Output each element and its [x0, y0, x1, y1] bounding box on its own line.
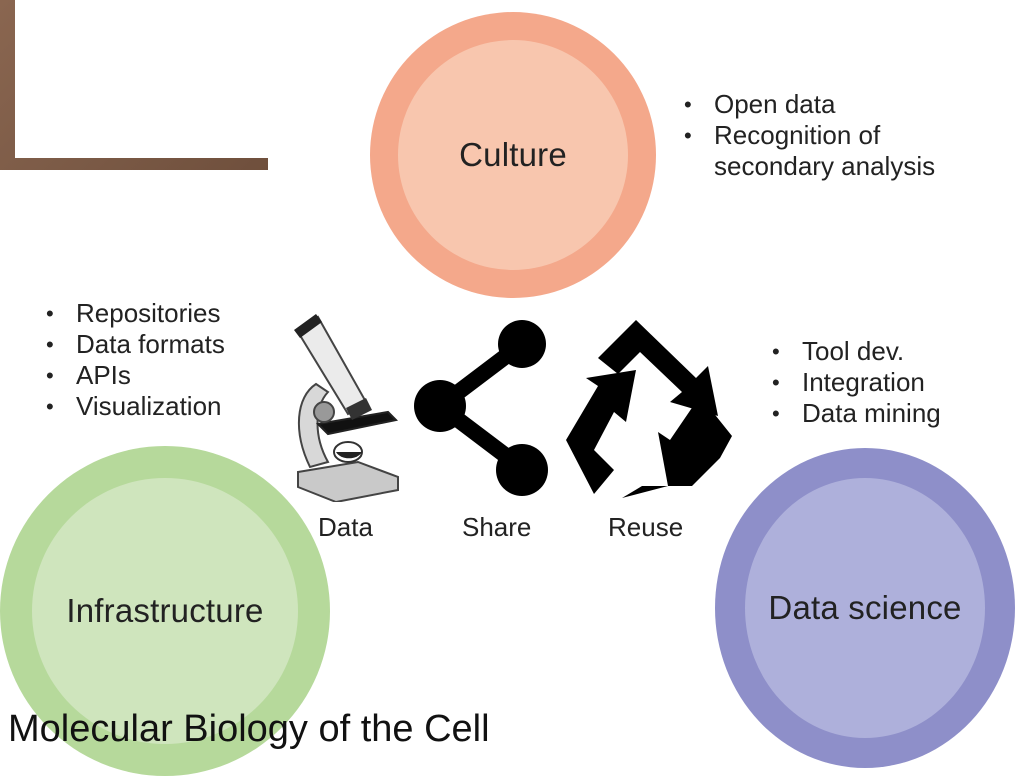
- photo-fragment: [0, 0, 268, 170]
- infrastructure-bullets: Repositories Data formats APIs Visualiza…: [44, 298, 225, 422]
- bullet-item: Data formats: [44, 329, 225, 360]
- culture-bullets: Open data Recognition of secondary analy…: [682, 89, 935, 182]
- bullet-item: Integration: [770, 367, 941, 398]
- infrastructure-circle: Infrastructure: [0, 446, 330, 776]
- culture-circle-inner: [398, 40, 628, 270]
- flow-label-data: Data: [318, 512, 373, 542]
- flow-label-share: Share: [462, 512, 532, 542]
- microscope-icon: [294, 314, 399, 502]
- data-science-bullets: Tool dev. Integration Data mining: [770, 336, 941, 429]
- data-science-circle-inner: [745, 478, 985, 738]
- bullet-item-continuation: secondary analysis: [714, 151, 936, 181]
- infrastructure-circle-inner: [32, 478, 298, 744]
- bullet-item: APIs: [44, 360, 225, 391]
- share-icon: [414, 320, 548, 496]
- bullet-item: Repositories: [44, 298, 225, 329]
- bullet-item: Visualization: [44, 391, 225, 422]
- bullet-item: Data mining: [770, 398, 941, 429]
- culture-circle: Culture: [370, 12, 656, 298]
- bullet-item: Recognition of: [682, 120, 935, 151]
- bullet-item: Open data: [682, 89, 935, 120]
- data-science-label: Data science: [768, 589, 962, 626]
- culture-label: Culture: [459, 136, 567, 173]
- caption-text: Molecular Biology of the Cell: [8, 708, 490, 750]
- flow-label-reuse: Reuse: [608, 512, 684, 542]
- bullet-item: Tool dev.: [770, 336, 941, 367]
- infrastructure-label: Infrastructure: [66, 592, 264, 629]
- data-science-circle: Data science: [715, 448, 1015, 768]
- recycle-icon: [566, 320, 732, 498]
